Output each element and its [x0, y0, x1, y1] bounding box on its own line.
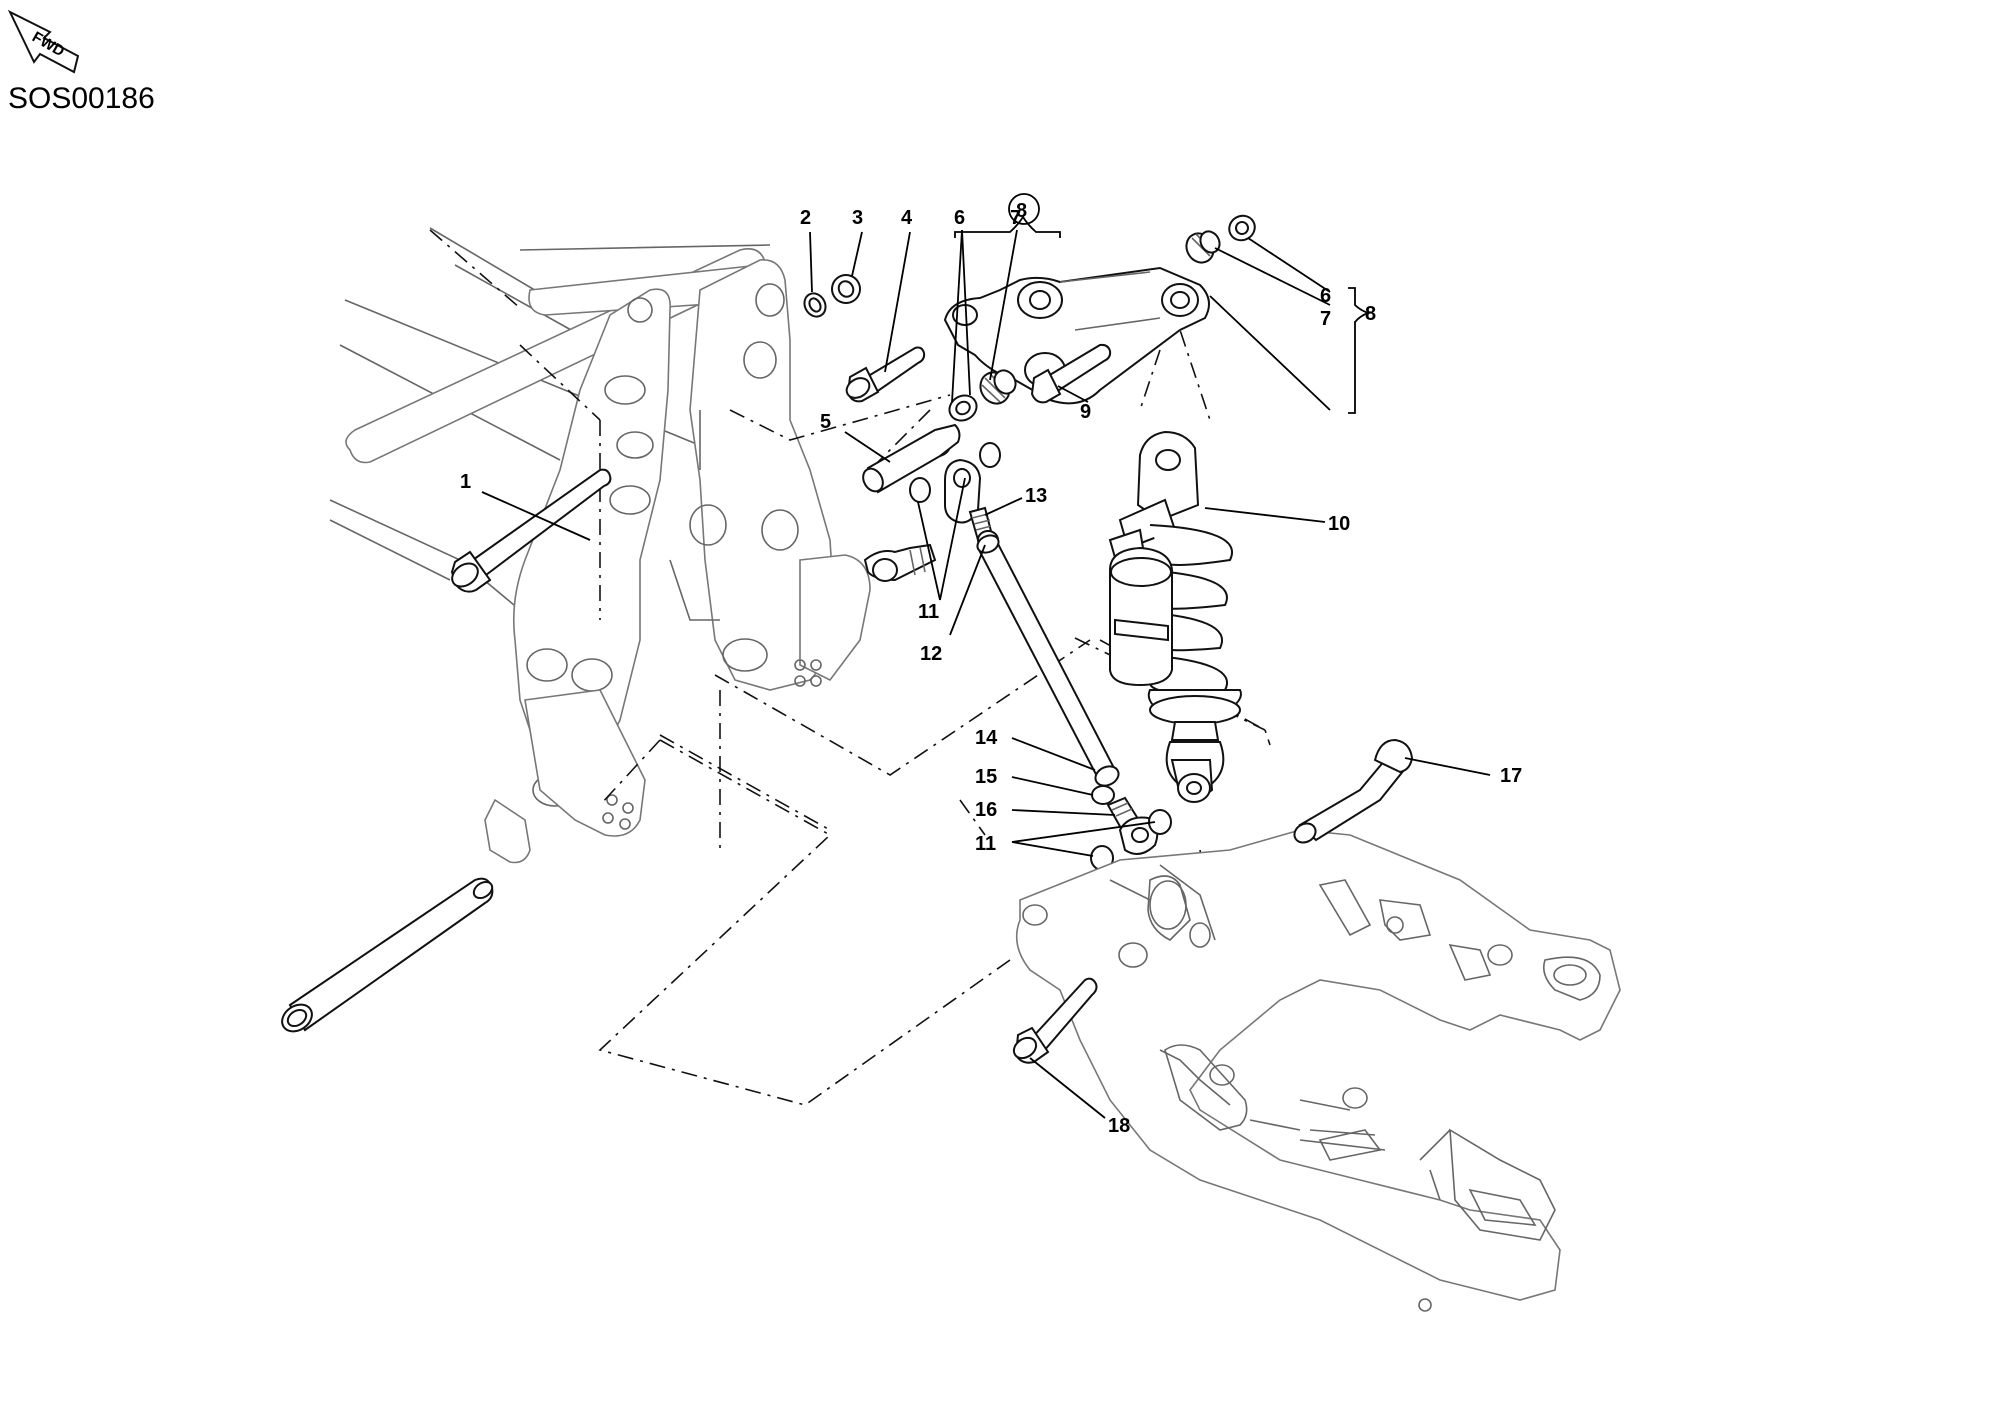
part-7-needle-bearing-center	[979, 369, 1017, 405]
part-6-seal-center	[948, 394, 978, 422]
part-2-washer	[803, 292, 827, 318]
swingarm-pivot-shaft	[281, 877, 494, 1033]
callout-7-right: 7	[1320, 308, 1331, 330]
callout-6-center: 6	[954, 207, 965, 229]
group-8-brackets	[954, 193, 1371, 414]
part-10-rear-shock-absorber	[1108, 430, 1242, 803]
part-1-bolt	[450, 468, 612, 593]
callout-8-circle: 8	[1016, 200, 1027, 222]
part-17-pivot-pin	[1293, 738, 1414, 844]
part-7-needle-bearing-right	[1185, 230, 1221, 264]
callout-10: 10	[1328, 513, 1350, 535]
part-15-nut	[1091, 785, 1115, 805]
diagram-code: SOS00186	[8, 82, 155, 115]
callout-1: 1	[460, 471, 471, 493]
part-3-bushing	[831, 274, 861, 304]
callout-14: 14	[975, 727, 998, 749]
callout-16: 16	[975, 799, 997, 821]
callout-3: 3	[852, 207, 863, 229]
callout-2: 2	[800, 207, 811, 229]
swingarm	[1015, 829, 1621, 1312]
part-16-rod-end	[1106, 796, 1159, 855]
callout-11-lower: 11	[975, 833, 996, 855]
part-14-tie-rod	[976, 534, 1120, 787]
callout-7-center: 7	[1010, 207, 1021, 229]
adjuster-assembly	[863, 543, 937, 582]
callout-11-upper: 11	[918, 601, 939, 623]
callout-labels: 1 2 3 4 5 6 7 8 6 7 8 9 10 11 12 13 14 1…	[460, 200, 1522, 1137]
leader-lines	[481, 229, 1491, 1119]
callout-5: 5	[820, 411, 831, 433]
frame-outline	[329, 227, 871, 864]
callout-8-right: 8	[1365, 303, 1376, 325]
callout-12: 12	[920, 643, 942, 665]
part-6-seal-right	[1228, 214, 1256, 242]
part-9-bolt	[1030, 343, 1112, 404]
fwd-arrow-icon: FWD	[7, 9, 80, 74]
callout-9: 9	[1080, 401, 1091, 423]
part-5-sleeve	[862, 423, 961, 494]
callout-18: 18	[1108, 1115, 1130, 1137]
part-11-bushing-upper	[909, 442, 1001, 503]
callout-6-right: 6	[1320, 285, 1331, 307]
assembly-reference-lines	[429, 229, 1271, 1106]
callout-15: 15	[975, 766, 997, 788]
part-18-bolt	[1012, 977, 1098, 1064]
callout-4: 4	[901, 207, 913, 229]
callout-13: 13	[1025, 485, 1047, 507]
part-4-bolt	[845, 346, 926, 403]
callout-17: 17	[1500, 765, 1522, 787]
